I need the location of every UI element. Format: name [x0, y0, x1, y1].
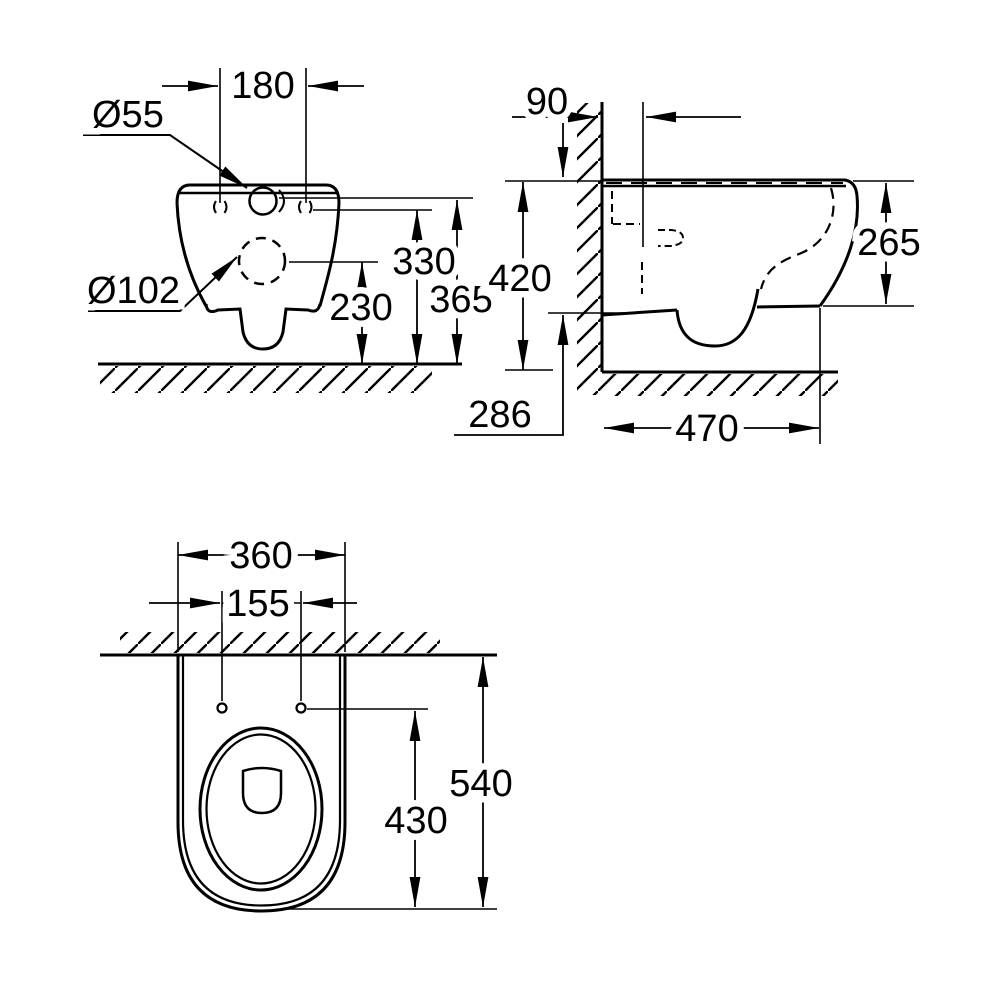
seat-opening-outer [198, 726, 324, 892]
side-bottom-front-line [756, 304, 821, 309]
dim-label-430: 430 [384, 800, 447, 842]
dim-label-540: 540 [449, 763, 512, 805]
seat-opening-inner [205, 733, 317, 885]
plan-view: 360 155 540 430 [100, 529, 519, 913]
side-rim-top [602, 178, 859, 197]
side-trap-curve [675, 288, 760, 348]
front-floor-hatch [100, 366, 432, 393]
dim-label-286: 286 [468, 394, 531, 436]
dim-label-420: 420 [488, 258, 551, 300]
side-view: 90 420 265 286 470 [454, 75, 927, 457]
flush-hole-circle [248, 186, 278, 216]
front-view: 180 Ø55 Ø102 230 330 365 [81, 59, 499, 393]
flush-channel-dashed [611, 191, 643, 294]
dim-label-155: 155 [226, 583, 289, 625]
flush-hole-chamfer-arc [278, 189, 285, 213]
plan-mount-hole-left [216, 702, 228, 714]
dim-label-265: 265 [857, 222, 920, 264]
front-body-bottom-and-outlet [204, 303, 322, 351]
plan-body-inner [181, 655, 342, 907]
dim-label-90: 90 [526, 81, 568, 123]
front-body-left-side [175, 202, 208, 307]
flush-hole-leader [83, 134, 248, 189]
dim-label-330: 330 [392, 241, 455, 283]
dim-arrow-286-bottom [454, 315, 569, 436]
front-body-right-side [318, 202, 341, 307]
dim-label-230: 230 [329, 287, 392, 329]
plan-body-outer [176, 655, 347, 913]
side-bottom-line [601, 308, 678, 317]
dim-label-365: 365 [429, 279, 492, 321]
plan-wall-hatch [120, 632, 440, 653]
outlet-circle [237, 236, 287, 286]
flush-outlet-shield [241, 766, 283, 815]
dim-label-180: 180 [231, 65, 294, 107]
dim-label-outlet-diameter: Ø102 [87, 270, 180, 312]
flush-valve-dashed [658, 229, 685, 247]
dim-label-flush-diameter: Ø55 [92, 94, 164, 136]
mount-holes-arcs [213, 200, 313, 214]
side-floor-hatch [602, 374, 838, 396]
wall-hatch [577, 103, 602, 395]
dim-label-470: 470 [675, 408, 738, 450]
outlet-leader [88, 256, 238, 312]
plan-mount-hole-right [295, 702, 307, 714]
dim-label-360: 360 [229, 535, 292, 577]
inner-bowl-dashed [759, 187, 835, 290]
side-front-curve [818, 195, 859, 307]
